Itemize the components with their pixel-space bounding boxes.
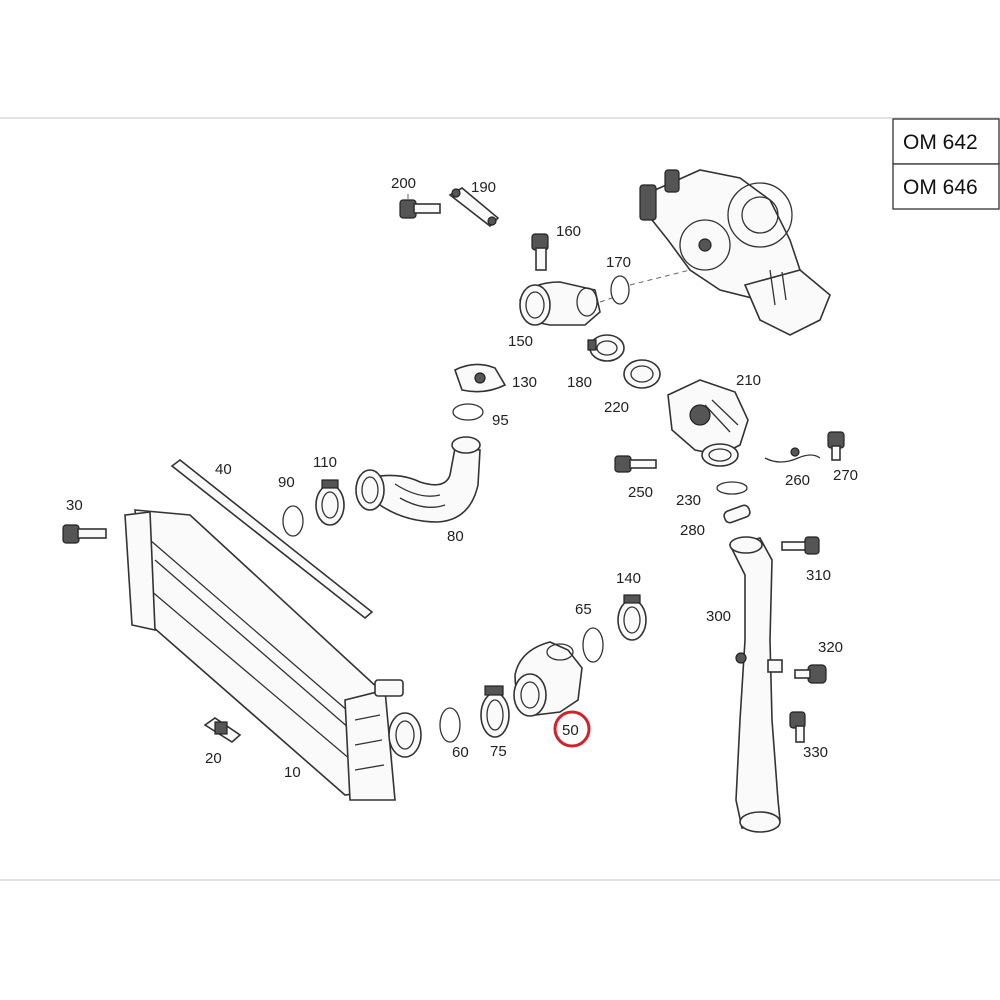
label-130: 130 xyxy=(512,374,537,391)
seal-90 xyxy=(282,505,304,537)
label-80: 80 xyxy=(447,528,464,545)
label-60: 60 xyxy=(452,744,469,761)
label-200: 200 xyxy=(391,175,416,192)
label-140: 140 xyxy=(616,570,641,587)
label-250: 250 xyxy=(628,484,653,501)
label-210: 210 xyxy=(736,372,761,389)
bolt-310 xyxy=(781,536,820,555)
label-260: 260 xyxy=(785,472,810,489)
intake-elbow-50 xyxy=(513,641,583,717)
label-170: 170 xyxy=(606,254,631,271)
bolt-250 xyxy=(614,455,657,473)
label-90: 90 xyxy=(278,474,295,491)
label-50: 50 xyxy=(562,722,579,739)
spacer-280 xyxy=(723,504,751,524)
label-30: 30 xyxy=(66,497,83,514)
label-280: 280 xyxy=(680,522,705,539)
label-180: 180 xyxy=(567,374,592,391)
seal-strip-40 xyxy=(170,458,374,620)
charge-air-hose-80 xyxy=(355,436,481,523)
bracket-190 xyxy=(448,187,500,228)
engine-code-2: OM 646 xyxy=(903,176,978,199)
nut-320 xyxy=(794,664,827,684)
turbocharger xyxy=(639,169,831,336)
label-160: 160 xyxy=(556,223,581,240)
highlighted-part-callout: 50 xyxy=(553,710,591,748)
sensor-270 xyxy=(827,431,845,461)
label-220: 220 xyxy=(604,399,629,416)
label-95: 95 xyxy=(492,412,509,429)
bolt-200 xyxy=(399,194,441,219)
engine-code-1: OM 642 xyxy=(903,131,978,154)
seal-95 xyxy=(452,403,484,421)
label-75: 75 xyxy=(490,743,507,760)
label-320: 320 xyxy=(818,639,843,656)
bolt-30 xyxy=(62,524,107,544)
clip-20 xyxy=(203,717,242,743)
clamp-140 xyxy=(617,594,647,641)
clip-130 xyxy=(454,363,507,393)
o-ring-230 xyxy=(716,481,748,495)
label-110: 110 xyxy=(313,454,337,471)
clamp-180 xyxy=(587,334,625,362)
highlight-ring xyxy=(553,710,591,748)
engine-code-table: OM 642 OM 646 xyxy=(892,118,1000,210)
part-labels: 200 190 160 170 150 130 180 210 95 220 4… xyxy=(66,175,858,781)
label-270: 270 xyxy=(833,467,858,484)
clamp-75 xyxy=(480,685,510,738)
label-65: 65 xyxy=(575,601,592,618)
clamp-110 xyxy=(315,479,345,526)
label-190: 190 xyxy=(471,179,496,196)
leader-line-1 xyxy=(599,297,613,303)
leader-line-2 xyxy=(629,269,691,286)
elbow-150 xyxy=(519,281,601,326)
throttle-housing-210 xyxy=(667,379,749,467)
clamp-220 xyxy=(623,359,661,389)
wire-clip-260 xyxy=(764,447,821,463)
label-150: 150 xyxy=(508,333,533,350)
o-ring-170 xyxy=(610,275,630,305)
charge-air-cooler-10 xyxy=(124,509,422,801)
label-300: 300 xyxy=(706,608,731,625)
label-20: 20 xyxy=(205,750,222,767)
label-40: 40 xyxy=(215,461,232,478)
bolt-330 xyxy=(789,711,806,743)
bolt-160 xyxy=(531,233,549,271)
label-10: 10 xyxy=(284,764,301,781)
label-310: 310 xyxy=(806,567,831,584)
label-330: 330 xyxy=(803,744,828,761)
o-ring-65 xyxy=(582,627,604,663)
charge-pipe-300 xyxy=(728,536,783,833)
label-230: 230 xyxy=(676,492,701,509)
engine-code-box-1 xyxy=(892,118,1000,165)
engine-code-box-2 xyxy=(892,163,1000,210)
o-ring-60 xyxy=(439,707,461,743)
